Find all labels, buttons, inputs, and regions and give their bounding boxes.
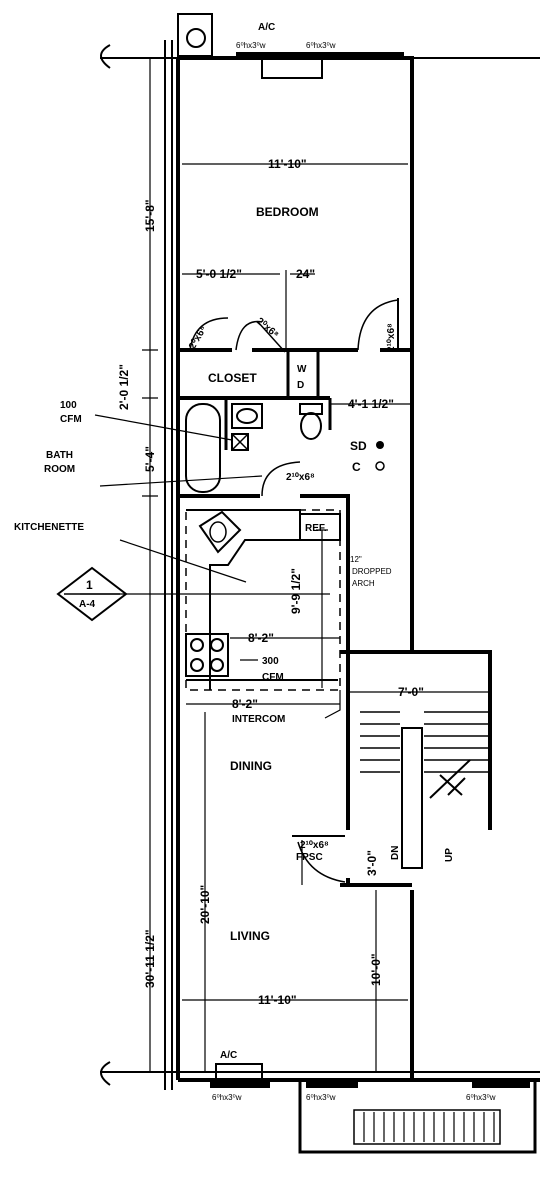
dimension-lines — [142, 57, 488, 1073]
dropped-arch-label-3: ARCH — [352, 579, 375, 588]
fan-100-label-1: 100 — [60, 400, 77, 411]
entry-door — [292, 835, 346, 883]
stairwell — [340, 650, 492, 887]
fan-300-label-2: CFM — [262, 672, 284, 683]
room-label-bath-1: BATH — [46, 450, 73, 461]
fan-300-label-1: 300 — [262, 656, 279, 667]
kitchen-sink — [198, 510, 242, 554]
ac-unit-bottom — [210, 1063, 530, 1088]
door-label-closet-right: 2⁰x6⁸ — [254, 316, 281, 341]
dim-stair-door: 3'-0" — [365, 850, 379, 876]
range — [185, 633, 229, 677]
dim-kitchen-height: 9'-9 1/2" — [289, 568, 303, 614]
c-label: C — [352, 460, 361, 474]
door-label-bath: 2¹⁰x6⁸ — [286, 472, 315, 483]
dim-living-width: 11'-10" — [258, 993, 297, 1007]
dim-living-height: 20'-10" — [198, 885, 212, 924]
smoke-detector-icon — [376, 441, 384, 449]
room-label-dining: DINING — [230, 759, 272, 773]
bath-door — [261, 461, 301, 497]
fan-100-label-2: CFM — [60, 414, 82, 425]
section-marker — [56, 566, 128, 622]
toilet — [299, 403, 323, 440]
ref-label: REF. — [305, 523, 327, 534]
dropped-arch-label-1: 12" — [350, 555, 362, 564]
wd-label-d: D — [297, 380, 304, 391]
closet-doors — [189, 317, 286, 353]
fpsc-label: FPSC — [296, 852, 323, 863]
dim-stair-landing: 10'-0" — [369, 953, 383, 986]
dim-wd-width: 24" — [296, 267, 315, 281]
dim-kitchen-width-1: 8'-2" — [248, 631, 274, 645]
refrigerator — [299, 513, 341, 541]
dropped-arch-label-2: DROPPED — [352, 567, 392, 576]
window-label-bottom-mid: 6⁰hx3⁰w — [306, 1093, 336, 1102]
stair-up-label: UP — [444, 848, 455, 862]
interior-walls — [178, 348, 412, 691]
dim-bedroom-door: 4'-1 1/2" — [348, 397, 394, 411]
room-label-bath-2: ROOM — [44, 464, 75, 475]
section-number: 1 — [86, 578, 93, 592]
ac-sleeve-top — [261, 55, 323, 79]
door-label-entry: 2¹⁰x6⁸ — [300, 840, 329, 851]
ac-label-bottom: A/C — [220, 1050, 237, 1061]
ac-unit-top — [177, 13, 213, 57]
sd-label: SD — [350, 439, 367, 453]
room-label-bedroom: BEDROOM — [256, 205, 319, 219]
dim-bedroom-width: 11'-10" — [268, 157, 307, 171]
room-label-living: LIVING — [230, 929, 270, 943]
door-label-closet-left: 2⁰x6⁸ — [187, 324, 209, 352]
exterior-walls — [100, 40, 540, 1090]
dim-closet-width: 5'-0 1/2" — [196, 267, 242, 281]
window-label-top-right: 6⁰hx3⁰w — [306, 41, 336, 50]
dim-stair-width: 7'-0" — [398, 685, 424, 699]
bedroom-door — [357, 298, 399, 351]
bathtub — [185, 403, 221, 493]
dim-overall-top: 15'-8" — [143, 199, 157, 232]
c-outlet-icon — [375, 461, 385, 471]
window-label-top-left: 6⁰hx3⁰w — [236, 41, 266, 50]
dim-kitchen-width-2: 8'-2" — [232, 697, 258, 711]
dim-closet-height: 2'-0 1/2" — [117, 364, 131, 410]
bath-sink — [231, 403, 263, 429]
intercom-label: INTERCOM — [232, 714, 285, 725]
dim-overall-bottom: 30'-11 1/2" — [143, 929, 157, 988]
exhaust-fan-100 — [231, 433, 249, 451]
window-label-bottom-right: 6⁰hx3⁰w — [466, 1093, 496, 1102]
ac-label-top: A/C — [258, 22, 275, 33]
break-marks — [100, 44, 111, 1086]
window-label-bottom-left: 6⁰hx3⁰w — [212, 1093, 242, 1102]
leader-lines — [80, 414, 349, 719]
balcony — [298, 1080, 537, 1154]
section-sheet: A-4 — [79, 599, 96, 610]
dim-bath-height: 5'-4" — [143, 446, 157, 472]
room-label-closet: CLOSET — [208, 371, 257, 385]
door-label-bedroom: 2¹⁰x6⁸ — [386, 323, 397, 352]
stair-dn-label: DN — [390, 846, 401, 860]
wd-label-w: W — [297, 364, 307, 375]
room-label-kitchenette: KITCHENETTE — [14, 522, 84, 533]
